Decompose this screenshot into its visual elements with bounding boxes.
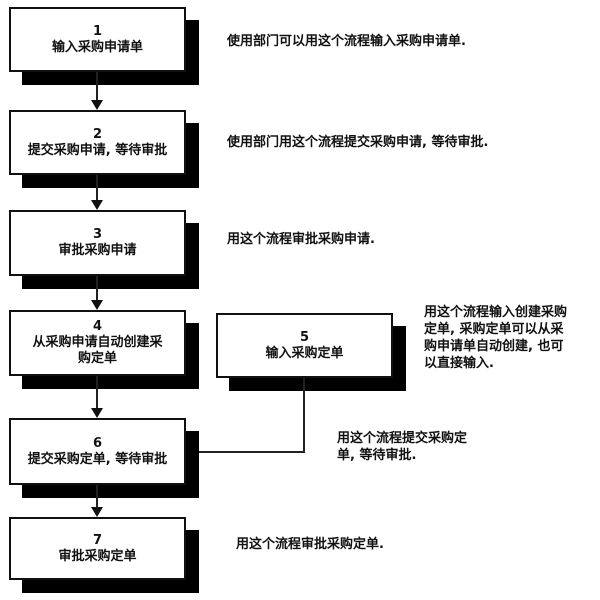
step-label: 提交采购定单, 等待审批 <box>27 451 168 467</box>
step-box-1: 1 输入采购申请单 <box>9 7 186 72</box>
flow-arrow-line-1-2 <box>96 72 98 101</box>
arrow-down-icon <box>91 100 103 110</box>
arrow-down-icon <box>91 200 103 210</box>
step-label: 审批采购申请 <box>58 243 137 258</box>
step-box-4: 4 从采购申请自动创建采 购定单 <box>9 310 186 376</box>
step-box-2: 2 提交采购申请, 等待审批 <box>9 110 186 175</box>
step-box-5: 5 输入采购定单 <box>216 313 393 378</box>
step-box-6: 6 提交采购定单, 等待审批 <box>9 418 186 485</box>
step-number: 4 <box>92 319 103 334</box>
step-number: 5 <box>299 329 310 345</box>
annotation-step-5: 用这个流程输入创建采购 定单, 采购定单可以从采 购申请单自动创建, 也可 以直… <box>424 305 568 371</box>
step-number: 1 <box>92 23 103 39</box>
step-label: 从采购申请自动创建采 购定单 <box>32 335 163 366</box>
step-label: 输入采购申请单 <box>51 39 143 55</box>
step-number: 3 <box>92 227 103 242</box>
step-number: 2 <box>92 126 103 142</box>
step-label: 输入采购定单 <box>265 345 344 361</box>
flow-arrow-line-6-7 <box>96 485 98 509</box>
arrow-down-icon <box>91 408 103 418</box>
arrow-down-icon <box>91 300 103 310</box>
flow-arrow-line-4-6 <box>96 376 98 409</box>
annotation-step-6: 用这个流程提交采购定 单, 等待审批. <box>337 431 468 463</box>
flow-arrow-line-2-3 <box>96 175 98 202</box>
step-box-7: 7 审批采购定单 <box>9 517 186 580</box>
flow-arrow-line-3-4 <box>96 276 98 302</box>
connector-line-5-6-vertical <box>303 378 305 453</box>
annotation-step-1: 使用部门可以用这个流程输入采购申请单. <box>227 34 466 49</box>
step-number: 6 <box>92 435 103 451</box>
step-label: 提交采购申请, 等待审批 <box>27 142 168 158</box>
step-number: 7 <box>92 532 103 548</box>
arrow-down-icon <box>91 507 103 517</box>
annotation-step-2: 使用部门用这个流程提交采购申请, 等待审批. <box>227 135 489 150</box>
connector-line-5-6-horizontal <box>199 451 305 453</box>
annotation-step-3: 用这个流程审批采购申请. <box>227 232 375 247</box>
step-label: 审批采购定单 <box>58 548 137 564</box>
annotation-step-7: 用这个流程审批采购定单. <box>236 537 384 552</box>
step-box-3: 3 审批采购申请 <box>9 210 186 276</box>
